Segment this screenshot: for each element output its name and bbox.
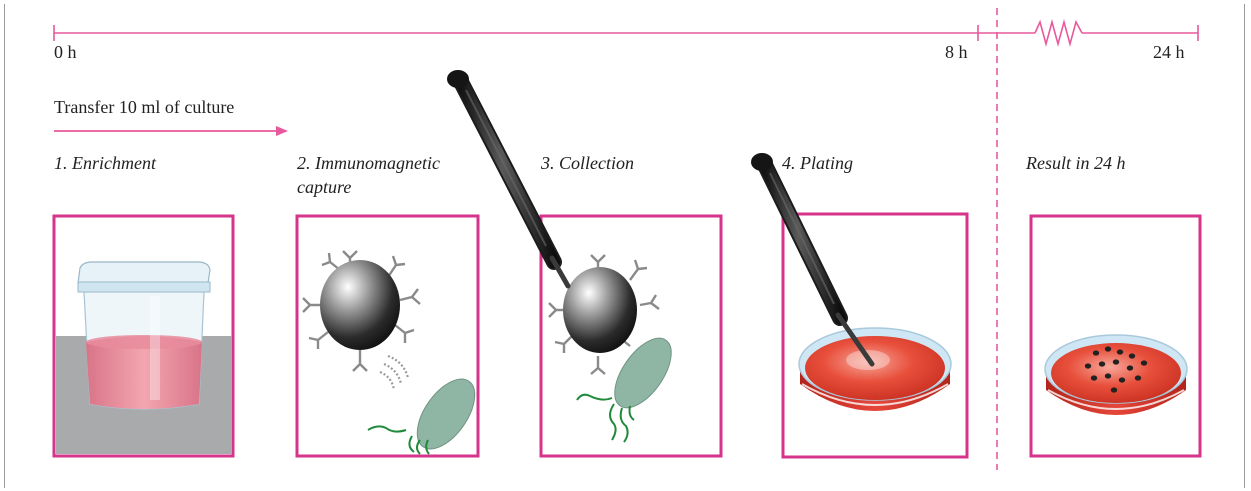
transfer-note: Transfer 10 ml of culture	[54, 97, 234, 117]
step-title-collection: 3. Collection	[540, 153, 634, 173]
step-title-immunomagnetic: 2. Immunomagnetic	[297, 153, 440, 173]
panel-immunomagnetic-capture	[297, 216, 486, 459]
step-title-enrichment: 1. Enrichment	[54, 153, 157, 173]
magnetic-bead-icon	[320, 260, 400, 350]
panel-collection	[541, 216, 721, 456]
step-title-result: Result in 24 h	[1025, 153, 1126, 173]
panel-enrichment	[54, 216, 233, 456]
timeline	[54, 22, 1198, 44]
panel-result	[1031, 216, 1200, 456]
magnetic-bead-icon	[563, 267, 637, 353]
timeline-break-zigzag	[1035, 22, 1082, 44]
timeline-label-8h: 8 h	[945, 42, 968, 62]
step-title-plating: 4. Plating	[782, 153, 853, 173]
timeline-label-start: 0 h	[54, 42, 77, 62]
step-title-immunomagnetic-line2: capture	[297, 177, 351, 197]
transfer-arrow	[54, 126, 288, 136]
petri-dish-icon	[799, 328, 951, 424]
timeline-label-end: 24 h	[1153, 42, 1185, 62]
culture-cup-icon	[78, 262, 210, 409]
